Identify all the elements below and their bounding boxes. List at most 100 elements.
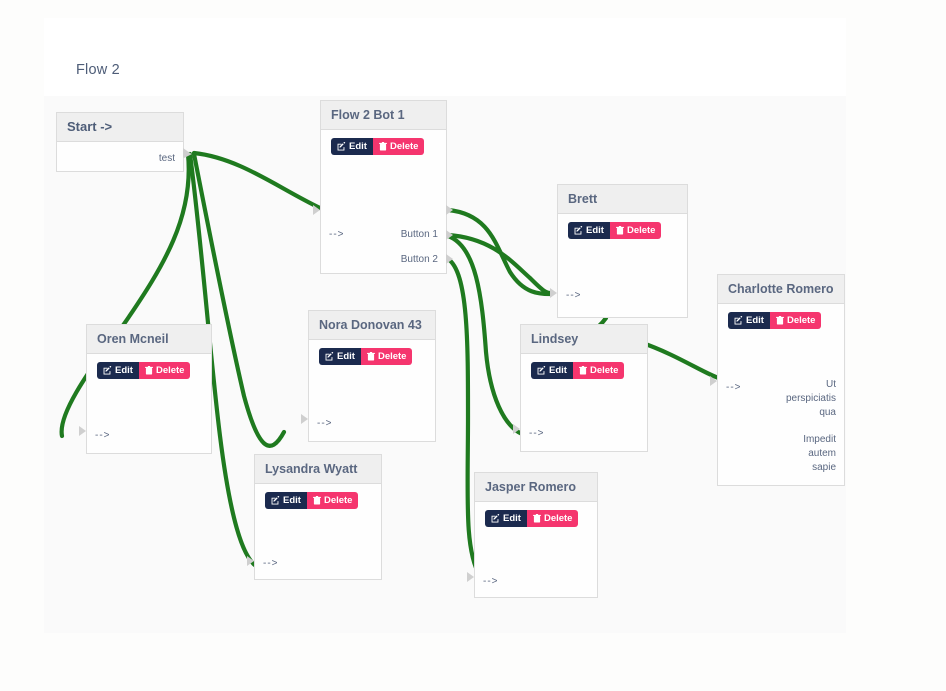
delete-button[interactable]: Delete — [306, 492, 359, 509]
node-lysandra-wyatt-body: Edit Delete --> — [255, 484, 381, 579]
trash-icon — [145, 366, 153, 375]
node-jasper-romero[interactable]: Jasper Romero Edit — [474, 472, 598, 598]
node-lindsey[interactable]: Lindsey Edit — [520, 324, 648, 452]
edge-start-to-flow2bot1 — [191, 150, 323, 211]
edge-start-to-oren — [59, 151, 191, 439]
edit-button[interactable]: Edit — [319, 348, 361, 365]
edit-button[interactable]: Edit — [531, 362, 573, 379]
message-line: autem — [808, 448, 836, 459]
delete-button-label: Delete — [786, 315, 816, 326]
delete-button-label: Delete — [377, 351, 407, 362]
edit-button[interactable]: Edit — [728, 312, 770, 329]
delete-button[interactable]: Delete — [526, 510, 579, 527]
edge-lindsey-to-charlotte — [637, 339, 727, 383]
port-in-lindsey[interactable]: --> — [529, 428, 545, 439]
action-buttons-lysandra-wyatt: Edit Delete — [265, 492, 359, 509]
action-buttons-jasper-romero: Edit Delete — [485, 510, 579, 527]
edge-layer — [59, 149, 727, 579]
node-jasper-romero-title: Jasper Romero — [475, 473, 597, 502]
flow-canvas[interactable]: Start -> test Flow 2 Bot 1 Edit — [44, 96, 846, 633]
port-arrow-oren-mcneil-in — [79, 426, 86, 436]
delete-button[interactable]: Delete — [360, 348, 413, 365]
message-line: sapie — [812, 462, 836, 473]
port-arrow-lindsey-in — [513, 424, 520, 434]
port-in-jasper-romero[interactable]: --> — [483, 576, 499, 587]
port-arrow-jasper-romero-in — [467, 572, 474, 582]
delete-button[interactable]: Delete — [572, 362, 625, 379]
edit-pencil-icon — [337, 142, 346, 151]
node-jasper-romero-body: Edit Delete --> — [475, 502, 597, 597]
node-charlotte-romero[interactable]: Charlotte Romero Edit — [717, 274, 845, 486]
action-buttons-brett: Edit Delete — [568, 222, 662, 239]
message-block-1: Ut perspiciatis qua — [786, 378, 836, 420]
edit-pencil-icon — [491, 514, 500, 523]
node-brett-body: Edit Delete --> — [558, 214, 687, 317]
node-nora-donovan[interactable]: Nora Donovan 43 Edit — [308, 310, 436, 442]
edit-button-label: Edit — [746, 315, 764, 326]
edge-button3-to-jasper — [445, 256, 483, 579]
edit-pencil-icon — [537, 366, 546, 375]
port-in-nora-donovan[interactable]: --> — [317, 418, 333, 429]
node-flow2bot1-body: Edit Delete --> Button 1 Button 2 Button… — [321, 130, 446, 273]
edit-pencil-icon — [734, 316, 743, 325]
node-lindsey-body: Edit Delete --> — [521, 354, 647, 451]
port-in-brett[interactable]: --> — [566, 290, 582, 301]
port-arrow-button-3 — [446, 254, 453, 264]
edit-button-label: Edit — [549, 365, 567, 376]
port-out-test[interactable]: test — [158, 153, 175, 164]
port-arrow-nora-donovan-in — [301, 414, 308, 424]
node-start-title: Start -> — [57, 113, 183, 142]
trash-icon — [313, 496, 321, 505]
node-flow2bot1-title: Flow 2 Bot 1 — [321, 101, 446, 130]
action-buttons-lindsey: Edit Delete — [531, 362, 625, 379]
page-title: Flow 2 — [76, 62, 120, 78]
action-buttons-oren-mcneil: Edit Delete — [97, 362, 191, 379]
trash-icon — [533, 514, 541, 523]
port-in-flow2bot1[interactable]: --> — [329, 229, 345, 240]
node-oren-mcneil-title: Oren Mcneil — [87, 325, 211, 354]
node-lindsey-title: Lindsey — [521, 325, 647, 354]
edit-button[interactable]: Edit — [331, 138, 373, 155]
node-oren-mcneil[interactable]: Oren Mcneil Edit — [86, 324, 212, 454]
node-lysandra-wyatt[interactable]: Lysandra Wyatt Edit — [254, 454, 382, 580]
delete-button-label: Delete — [589, 365, 619, 376]
port-out-button-1[interactable]: Button 1 — [400, 229, 438, 240]
edit-button[interactable]: Edit — [97, 362, 139, 379]
edit-button[interactable]: Edit — [485, 510, 527, 527]
message-line: Impedit — [803, 434, 836, 445]
message-line: Ut — [826, 379, 836, 390]
edit-pencil-icon — [574, 226, 583, 235]
port-arrow-flow2bot1-in — [313, 205, 320, 215]
delete-button-label: Delete — [626, 225, 656, 236]
action-buttons-nora-donovan: Edit Delete — [319, 348, 413, 365]
message-line: qua — [819, 407, 836, 418]
edit-button[interactable]: Edit — [265, 492, 307, 509]
port-out-button-2[interactable]: Button 2 — [400, 254, 438, 265]
edit-button-label: Edit — [283, 495, 301, 506]
trash-icon — [367, 352, 375, 361]
port-in-lysandra-wyatt[interactable]: --> — [263, 558, 279, 569]
action-buttons-flow2bot1: Edit Delete — [331, 138, 425, 155]
edge-button2-to-brett — [445, 232, 553, 296]
node-flow2bot1[interactable]: Flow 2 Bot 1 Edit — [320, 100, 447, 274]
port-arrow-lysandra-wyatt-in — [247, 556, 254, 566]
message-line: perspiciatis — [785, 393, 836, 404]
action-buttons-charlotte-romero: Edit Delete — [728, 312, 822, 329]
message-block-2: Impedit autem sapie — [803, 433, 836, 475]
edge-button2-to-lindsey — [445, 233, 525, 437]
delete-button[interactable]: Delete — [769, 312, 822, 329]
trash-icon — [776, 316, 784, 325]
delete-button[interactable]: Delete — [138, 362, 191, 379]
delete-button[interactable]: Delete — [609, 222, 662, 239]
node-brett[interactable]: Brett Edit — [557, 184, 688, 318]
flow-header-bar: Flow 2 — [44, 18, 846, 96]
delete-button-label: Delete — [155, 365, 185, 376]
edge-start-to-nora — [191, 151, 287, 448]
delete-button-label: Delete — [543, 513, 573, 524]
port-in-oren-mcneil[interactable]: --> — [95, 430, 111, 441]
delete-button[interactable]: Delete — [372, 138, 425, 155]
port-in-charlotte-romero[interactable]: --> — [726, 382, 742, 393]
edit-button[interactable]: Edit — [568, 222, 610, 239]
node-start[interactable]: Start -> test — [56, 112, 184, 172]
